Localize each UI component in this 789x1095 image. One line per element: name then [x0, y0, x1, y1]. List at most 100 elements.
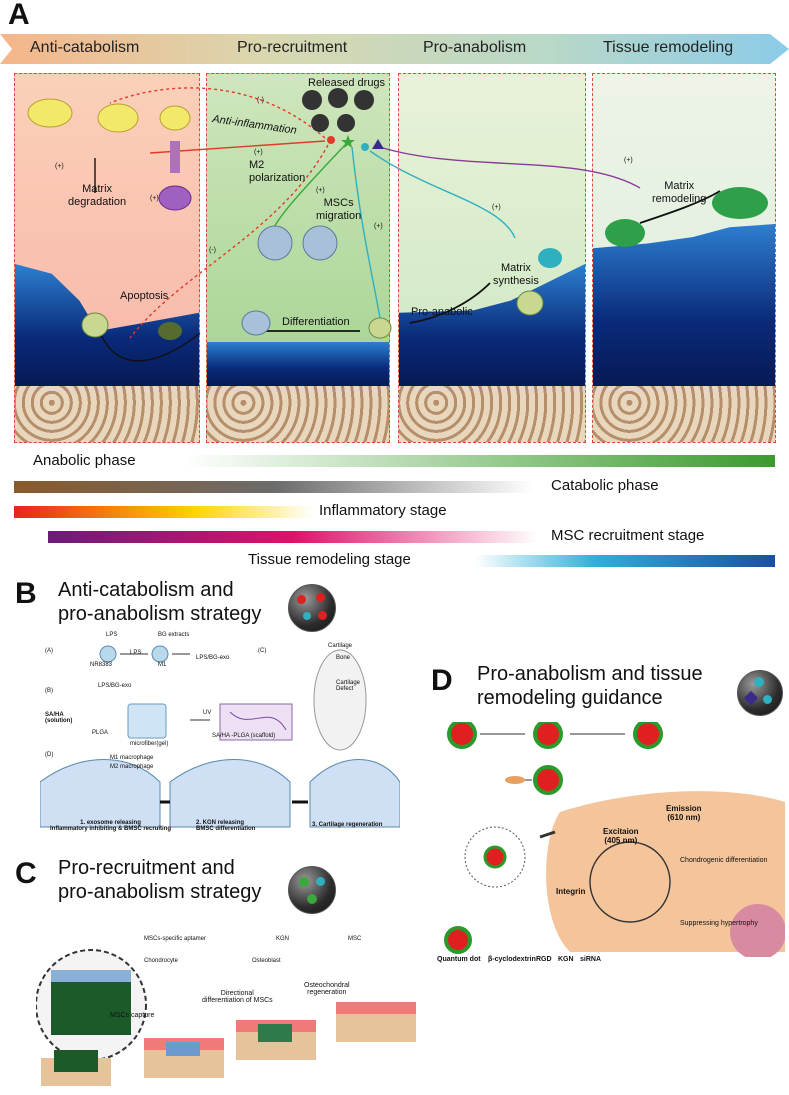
label-m2-polarization: M2 polarization — [249, 159, 306, 184]
phase-pro-anabolism: Pro-anabolism — [423, 39, 527, 56]
panel-c-drug-sphere-icon — [288, 866, 336, 914]
panel-b-label-nr8383: NR8383 — [90, 662, 113, 668]
panel-d-legend-rgd: RGD — [536, 956, 552, 963]
label-anabolic-phase: Anabolic phase — [33, 452, 136, 469]
panel-b-label-b: (B) — [45, 688, 53, 694]
subchondral-bone — [593, 386, 775, 442]
panel-b-label-step1: 1. exosome releasing Inflammatory inhibi… — [50, 820, 172, 832]
panel-c-step-differentiation: Directional differentiation of MSCs — [202, 990, 273, 1004]
column-pro-recruitment — [206, 73, 390, 443]
phase-banner: Anti-catabolism Pro-recruitment Pro-anab… — [0, 34, 789, 64]
panel-c-legend-osteoblast: Osteoblast — [252, 958, 281, 964]
label-plus-mscs: (+) — [316, 187, 325, 194]
panel-b-label-c: (C) — [258, 648, 267, 654]
panel-c-legend-aptamer: MSCs-specific aptamer — [144, 936, 207, 942]
panel-c-legend-msc: MSC — [348, 936, 362, 942]
panel-c-title-line2: pro-anabolism strategy — [58, 881, 262, 903]
panel-b-label-m1: M1 — [158, 662, 167, 668]
phase-pro-recruitment: Pro-recruitment — [237, 39, 348, 56]
panel-d-letter: D — [431, 664, 453, 697]
bar-tissue-remodeling-stage — [475, 555, 775, 567]
label-matrix-synthesis: Matrix synthesis — [493, 262, 539, 287]
label-plus-diff: (+) — [374, 223, 383, 230]
panel-b-label-lps2: LPS — [130, 650, 142, 656]
panel-b-label-m2-macrophage: M2 macrophage — [110, 764, 154, 770]
panel-b-title-line2: pro-anabolism strategy — [58, 603, 262, 625]
label-plus-synth: (+) — [492, 204, 501, 211]
panel-d-legend-cyclodextrin: β-cyclodextrin — [488, 956, 536, 963]
panel-b-label-cartilage: Cartilage — [328, 643, 353, 649]
label-plus-m2: (+) — [254, 149, 263, 156]
subchondral-bone — [15, 386, 199, 442]
label-mscs-migration: MSCs migration — [316, 197, 362, 222]
panel-b-label-microfiber: microfiber(gel) — [130, 741, 169, 747]
label-differentiation: Differentiation — [282, 316, 350, 328]
label-pro-anabolic: Pro-anabolic — [411, 306, 473, 318]
subchondral-bone — [207, 386, 389, 442]
column-anti-catabolism — [14, 73, 200, 443]
panel-c-legend-kgn: KGN — [276, 936, 290, 942]
pathway-arrows — [27, 87, 768, 362]
panel-b-letter: B — [15, 577, 37, 610]
phase-banner-arrow — [0, 34, 789, 64]
panel-d-label-emission: Emission (610 nm) — [666, 804, 702, 822]
label-matrix-degradation: Matrix degradation — [68, 183, 127, 208]
panel-b-label-plga: PLGA — [92, 730, 109, 736]
panel-b-title-line1: Anti-catabolism and — [58, 579, 234, 601]
panel-d-legend-kgn: KGN — [558, 956, 574, 963]
panel-b-label-scaffold: SA/HA -PLGA (scaffold) — [212, 733, 276, 739]
bar-anabolic-phase — [185, 455, 775, 467]
bar-msc-recruitment-stage — [48, 531, 538, 543]
panel-b-label-m1-macrophage: M1 macrophage — [110, 755, 154, 761]
bar-inflammatory-stage — [14, 506, 314, 518]
subchondral-bone — [399, 386, 585, 442]
panel-c-title-line1: Pro-recruitment and — [58, 857, 235, 879]
column-tissue-remodeling — [592, 73, 776, 443]
panel-b-label-lps: LPS — [106, 632, 118, 638]
panel-b-label-lps-bg-exo: LPS/BG-exo — [196, 655, 230, 661]
panel-d-label-excitation: Excitaion (405 nm) — [603, 827, 639, 845]
panel-c-step-regeneration: Osteochondral regeneration — [304, 982, 350, 996]
label-plus-left: (+) — [55, 163, 64, 170]
panel-b-label-step3: 3. Cartilage regeneration — [312, 822, 383, 828]
phase-tissue-remodeling: Tissue remodeling — [603, 39, 734, 56]
label-minus-apop: (-) — [209, 247, 216, 254]
label-catabolic-phase: Catabolic phase — [551, 477, 659, 494]
panel-b-label-bone: Bone — [336, 655, 351, 661]
label-apoptosis: Apoptosis — [120, 290, 169, 302]
cartilage-deep-layer — [593, 224, 775, 386]
panel-d-label-integrin: Integrin — [556, 887, 586, 896]
label-inflammatory-stage: Inflammatory stage — [319, 502, 447, 519]
panel-d-drug-sphere-icon — [737, 670, 783, 716]
label-tissue-remodeling-stage: Tissue remodeling stage — [248, 551, 411, 568]
panel-b-label-d: (D) — [45, 752, 54, 758]
label-matrix-remodeling: Matrix remodeling — [652, 180, 707, 205]
panel-b-scheme — [40, 632, 400, 834]
panel-b-label-lps-bg-exo2: LPS/BG-exo — [98, 683, 132, 689]
panel-d-label-chondrogenic: Chondrogenic differentiation — [680, 857, 768, 864]
label-plus-apop: (+) — [150, 195, 159, 202]
panel-d-title-line1: Pro-anabolism and tissue — [477, 663, 703, 685]
cells — [27, 98, 768, 340]
phase-anti-catabolism: Anti-catabolism — [30, 39, 140, 56]
panel-c-scheme — [36, 949, 416, 1086]
panel-b-label-a: (A) — [45, 648, 53, 654]
panel-b-label-step2: 2. KGN releasing BMSC differentiation — [196, 820, 256, 832]
panel-d-legend-quantum-dot: Quantum dot — [437, 956, 481, 963]
panel-c-letter: C — [15, 857, 37, 890]
panel-d-label-suppressing: Suppressing hypertrophy — [680, 920, 758, 927]
panel-d-scheme — [444, 722, 785, 957]
panel-c-legend-chondrocyte: Chondrocyte — [144, 958, 179, 964]
panel-b-label-uv: UV — [203, 710, 212, 716]
cartilage-deep-layer — [207, 342, 389, 386]
panel-a-letter: A — [8, 0, 30, 31]
label-released-drugs: Released drugs — [308, 77, 386, 89]
label-msc-recruitment-stage: MSC recruitment stage — [551, 527, 705, 544]
panel-b-label-sa-ha: SA/HA (solution) — [45, 712, 73, 724]
panel-b-drug-sphere-icon — [288, 584, 336, 632]
label-minus-top: (-) — [257, 97, 264, 104]
released-drug-spheres — [302, 88, 384, 151]
panel-b-label-bg-extracts: BG extracts — [158, 632, 190, 638]
bar-catabolic-phase — [14, 481, 534, 493]
panel-d-title-line2: remodeling guidance — [477, 687, 663, 709]
